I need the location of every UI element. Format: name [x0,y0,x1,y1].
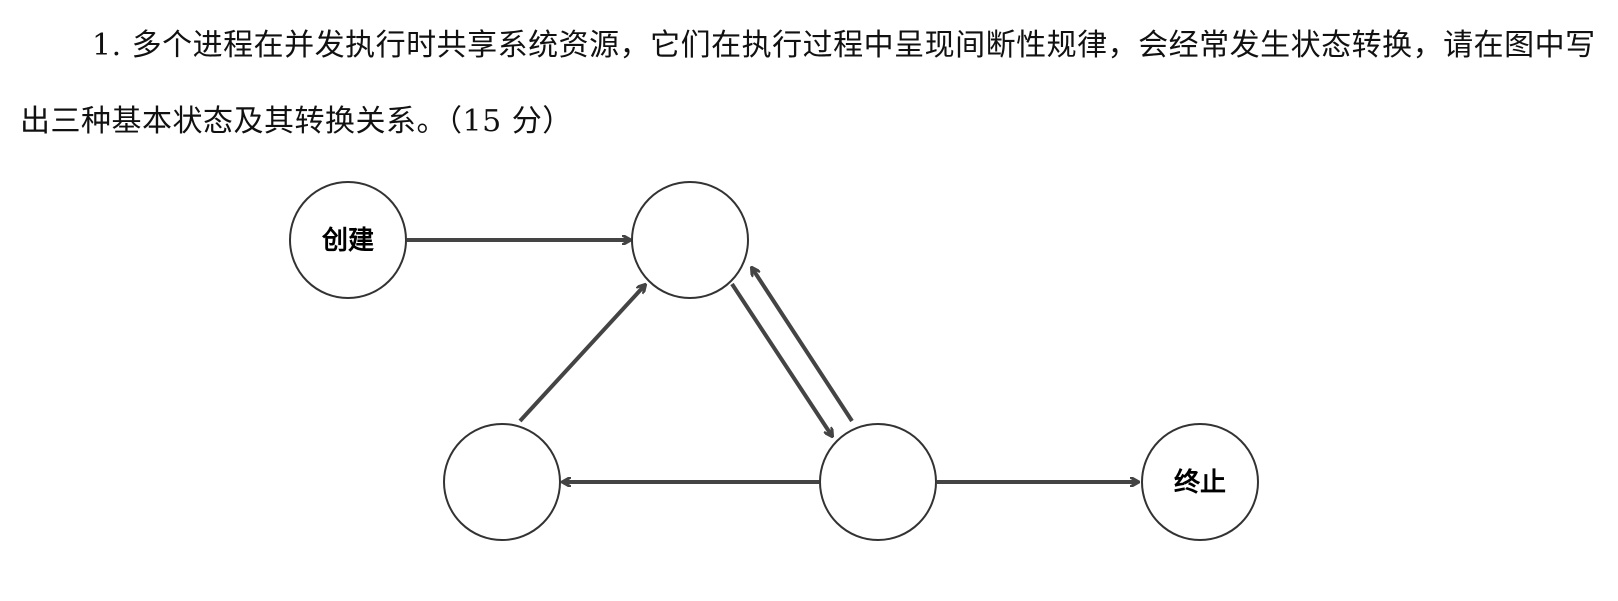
question-text: 1. 多个进程在并发执行时共享系统资源，它们在执行过程中呈现间断性规律，会经常发… [20,28,1596,139]
node-left-blank [443,423,561,541]
node-create [289,181,407,299]
node-terminate [1141,423,1259,541]
node-bottom-right-blank [819,423,937,541]
arrow-top-to-bottom-right [730,282,832,436]
arrow-bottom-right-to-top [752,268,854,423]
node-terminate-label: 终止 [1174,467,1226,498]
node-top-blank [631,181,749,299]
node-create-label: 创建 [321,226,374,256]
arrow-left-to-top [518,285,645,423]
